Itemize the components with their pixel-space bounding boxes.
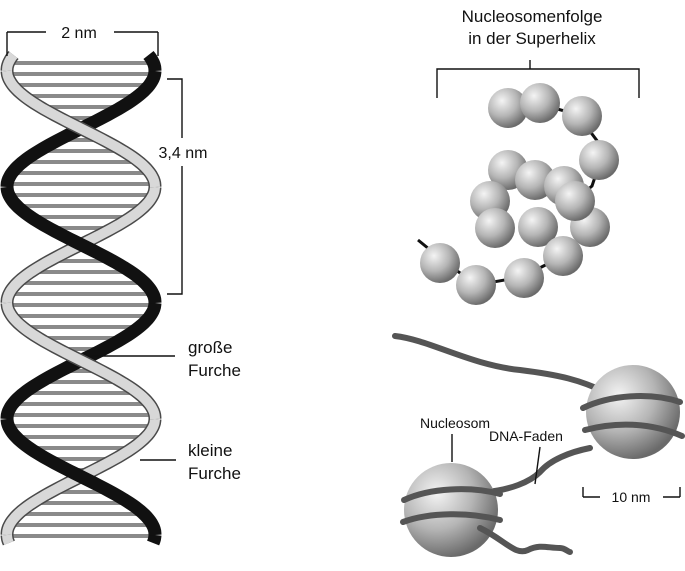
nucleosome-bead bbox=[520, 83, 560, 123]
pitch-label: 3,4 nm bbox=[159, 145, 208, 162]
nucleosome-left bbox=[404, 463, 498, 557]
helix-strand-dark bbox=[0, 186, 162, 304]
minor-groove-label-2: Furche bbox=[188, 464, 241, 483]
dna-double-helix bbox=[0, 50, 162, 546]
nucleosome-bead bbox=[475, 208, 515, 248]
minor-groove-label-1: kleine bbox=[188, 441, 232, 460]
scale-bar: 10 nm bbox=[582, 487, 681, 505]
helix-strand-light bbox=[2, 70, 160, 188]
helix-strand-light bbox=[2, 534, 14, 545]
superhelix-title: Nucleosomenfolge in der Superhelix bbox=[462, 7, 603, 48]
major-groove-callout: große Furche bbox=[90, 338, 241, 380]
nucleosome-bead bbox=[555, 181, 595, 221]
width-bracket: 2 nm bbox=[6, 25, 159, 56]
minor-groove-callout: kleine Furche bbox=[140, 441, 241, 483]
helix-strand-light bbox=[2, 302, 160, 420]
nucleosome-pair: Nucleosom DNA-Faden 10 nm bbox=[392, 333, 685, 557]
pitch-bracket: 3,4 nm bbox=[159, 78, 208, 295]
nucleosome-bead bbox=[488, 88, 528, 128]
helix-strand-light bbox=[2, 51, 18, 72]
scale-label: 10 nm bbox=[612, 489, 651, 505]
nucleosome-bead bbox=[420, 243, 460, 283]
helix-strand-dark bbox=[147, 534, 162, 546]
width-label: 2 nm bbox=[61, 25, 97, 42]
superhelix bbox=[417, 83, 619, 305]
major-groove-label-2: Furche bbox=[188, 361, 241, 380]
helix-strands bbox=[0, 50, 162, 546]
nucleosome-bead bbox=[579, 140, 619, 180]
helix-strand-dark bbox=[0, 418, 162, 536]
superhelix-title-line-1: Nucleosomenfolge bbox=[462, 7, 603, 26]
helix-strand-dark bbox=[143, 50, 162, 72]
superhelix-bracket bbox=[436, 60, 640, 98]
major-groove-label-1: große bbox=[188, 338, 232, 357]
nucleosome-bead bbox=[562, 96, 602, 136]
dna-thread-label: DNA-Faden bbox=[489, 428, 563, 444]
superhelix-title-line-2: in der Superhelix bbox=[468, 29, 596, 48]
nucleosome-label: Nucleosom bbox=[420, 415, 490, 431]
nucleosome-bead bbox=[456, 265, 496, 305]
nucleosome-right bbox=[586, 365, 680, 459]
nucleosome-bead bbox=[543, 236, 583, 276]
nucleosome-bead bbox=[504, 258, 544, 298]
nucleosome-bead bbox=[518, 207, 558, 247]
